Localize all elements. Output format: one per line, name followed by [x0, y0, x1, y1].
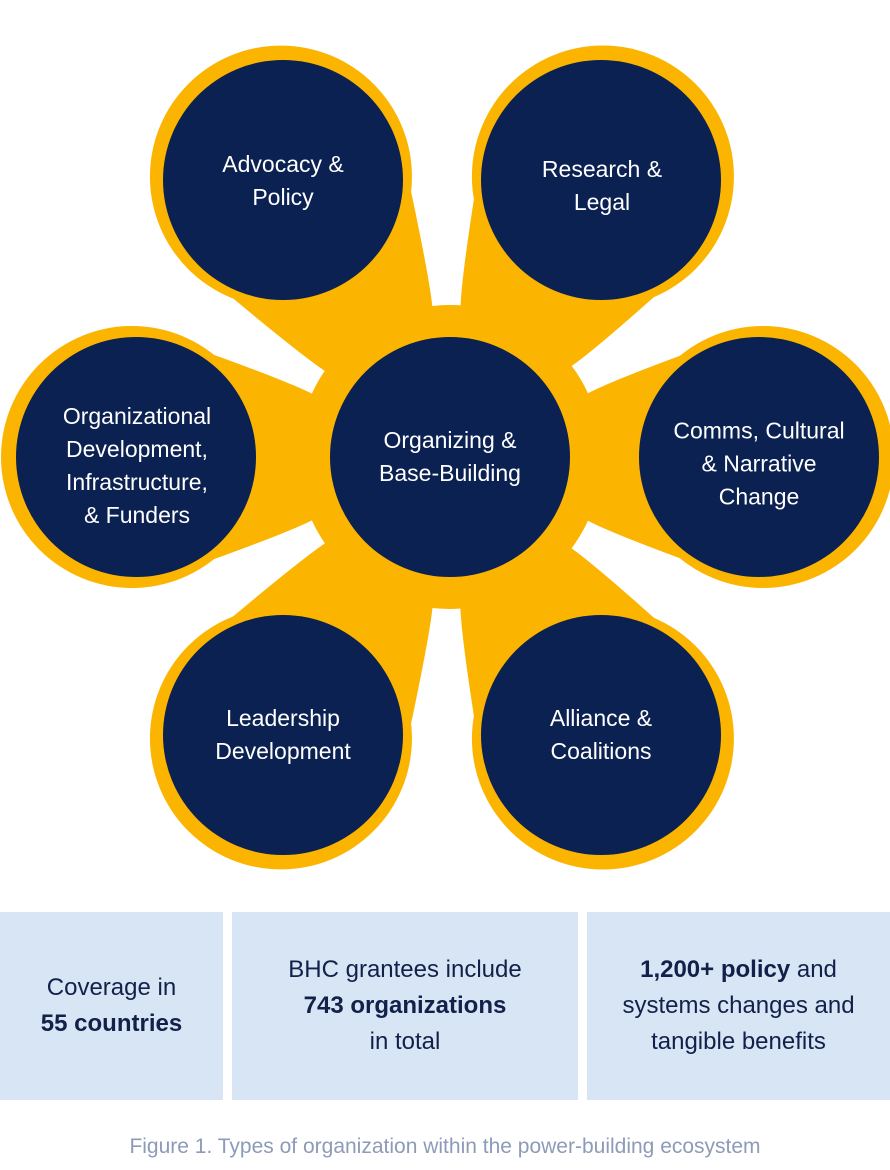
- label-line: Leadership: [226, 705, 340, 731]
- label-line: Legal: [573, 189, 631, 215]
- petal-label-org-development: Organizational Development, Infrastructu…: [63, 400, 211, 532]
- flower-graphic: [1, 45, 890, 870]
- petal-label-alliance: Alliance & Coalitions: [550, 702, 652, 768]
- stat-text: in total: [369, 1028, 441, 1055]
- petal-circle-org-development: [16, 337, 256, 577]
- petal-circle-advocacy-policy: [163, 60, 403, 300]
- stat-text: Coverage in: [46, 974, 177, 1001]
- label-line: Coalitions: [550, 738, 652, 764]
- stat-value: 55 countries: [40, 1010, 183, 1037]
- label-line: Base-Building: [379, 460, 521, 486]
- label-line: Development: [215, 738, 351, 764]
- stat-text: and: [790, 956, 837, 983]
- stats-row: Coverage in 55 countries BHC grantees inc…: [0, 912, 890, 1100]
- label-line: Comms, Cultural: [673, 417, 845, 444]
- petal-label-comms: Comms, Cultural & Narrative Change: [673, 415, 844, 514]
- stat-organizations: BHC grantees include 743 organizations in …: [232, 912, 578, 1100]
- petal-label-advocacy-policy: Advocacy & Policy: [222, 148, 343, 214]
- label-line: Advocacy &: [222, 151, 344, 177]
- label-line: Organizational: [62, 403, 212, 429]
- stat-policy-changes: 1,200+ policy and systems changes and ta…: [587, 912, 890, 1100]
- petal-label-research-legal: Research & Legal: [542, 153, 662, 219]
- label-line: Organizing &: [383, 427, 517, 453]
- stat-countries: Coverage in 55 countries: [0, 912, 223, 1100]
- center-label: Organizing & Base-Building: [379, 424, 521, 490]
- label-line: Policy: [252, 184, 314, 210]
- label-line: Development,: [66, 436, 208, 462]
- stat-text: systems changes and tangible benefits: [622, 992, 855, 1055]
- petal-circle-research-legal: [481, 60, 721, 300]
- label-line: Alliance &: [549, 705, 653, 731]
- label-line: & Funders: [83, 502, 191, 528]
- petal-circle-comms-cultural-narrative: [639, 337, 879, 577]
- ecosystem-diagram: Organizing & Base-Building Advocacy & Po…: [1, 45, 890, 870]
- petal-circle-alliance-coalitions: [481, 615, 721, 855]
- stat-value: 743 organizations: [303, 992, 507, 1019]
- petal-label-leadership: Leadership Development: [215, 702, 351, 768]
- center-circle: [330, 337, 570, 577]
- label-line: Infrastructure,: [66, 469, 208, 495]
- figure-caption: Figure 1. Types of organization within t…: [129, 1135, 761, 1158]
- label-line: Research &: [541, 156, 663, 182]
- label-line: & Narrative: [701, 450, 817, 477]
- petal-circle-leadership-development: [163, 615, 403, 855]
- stat-value: 1,200+ policy: [640, 956, 791, 983]
- stat-text: BHC grantees include: [288, 956, 522, 983]
- label-line: Change: [718, 483, 800, 510]
